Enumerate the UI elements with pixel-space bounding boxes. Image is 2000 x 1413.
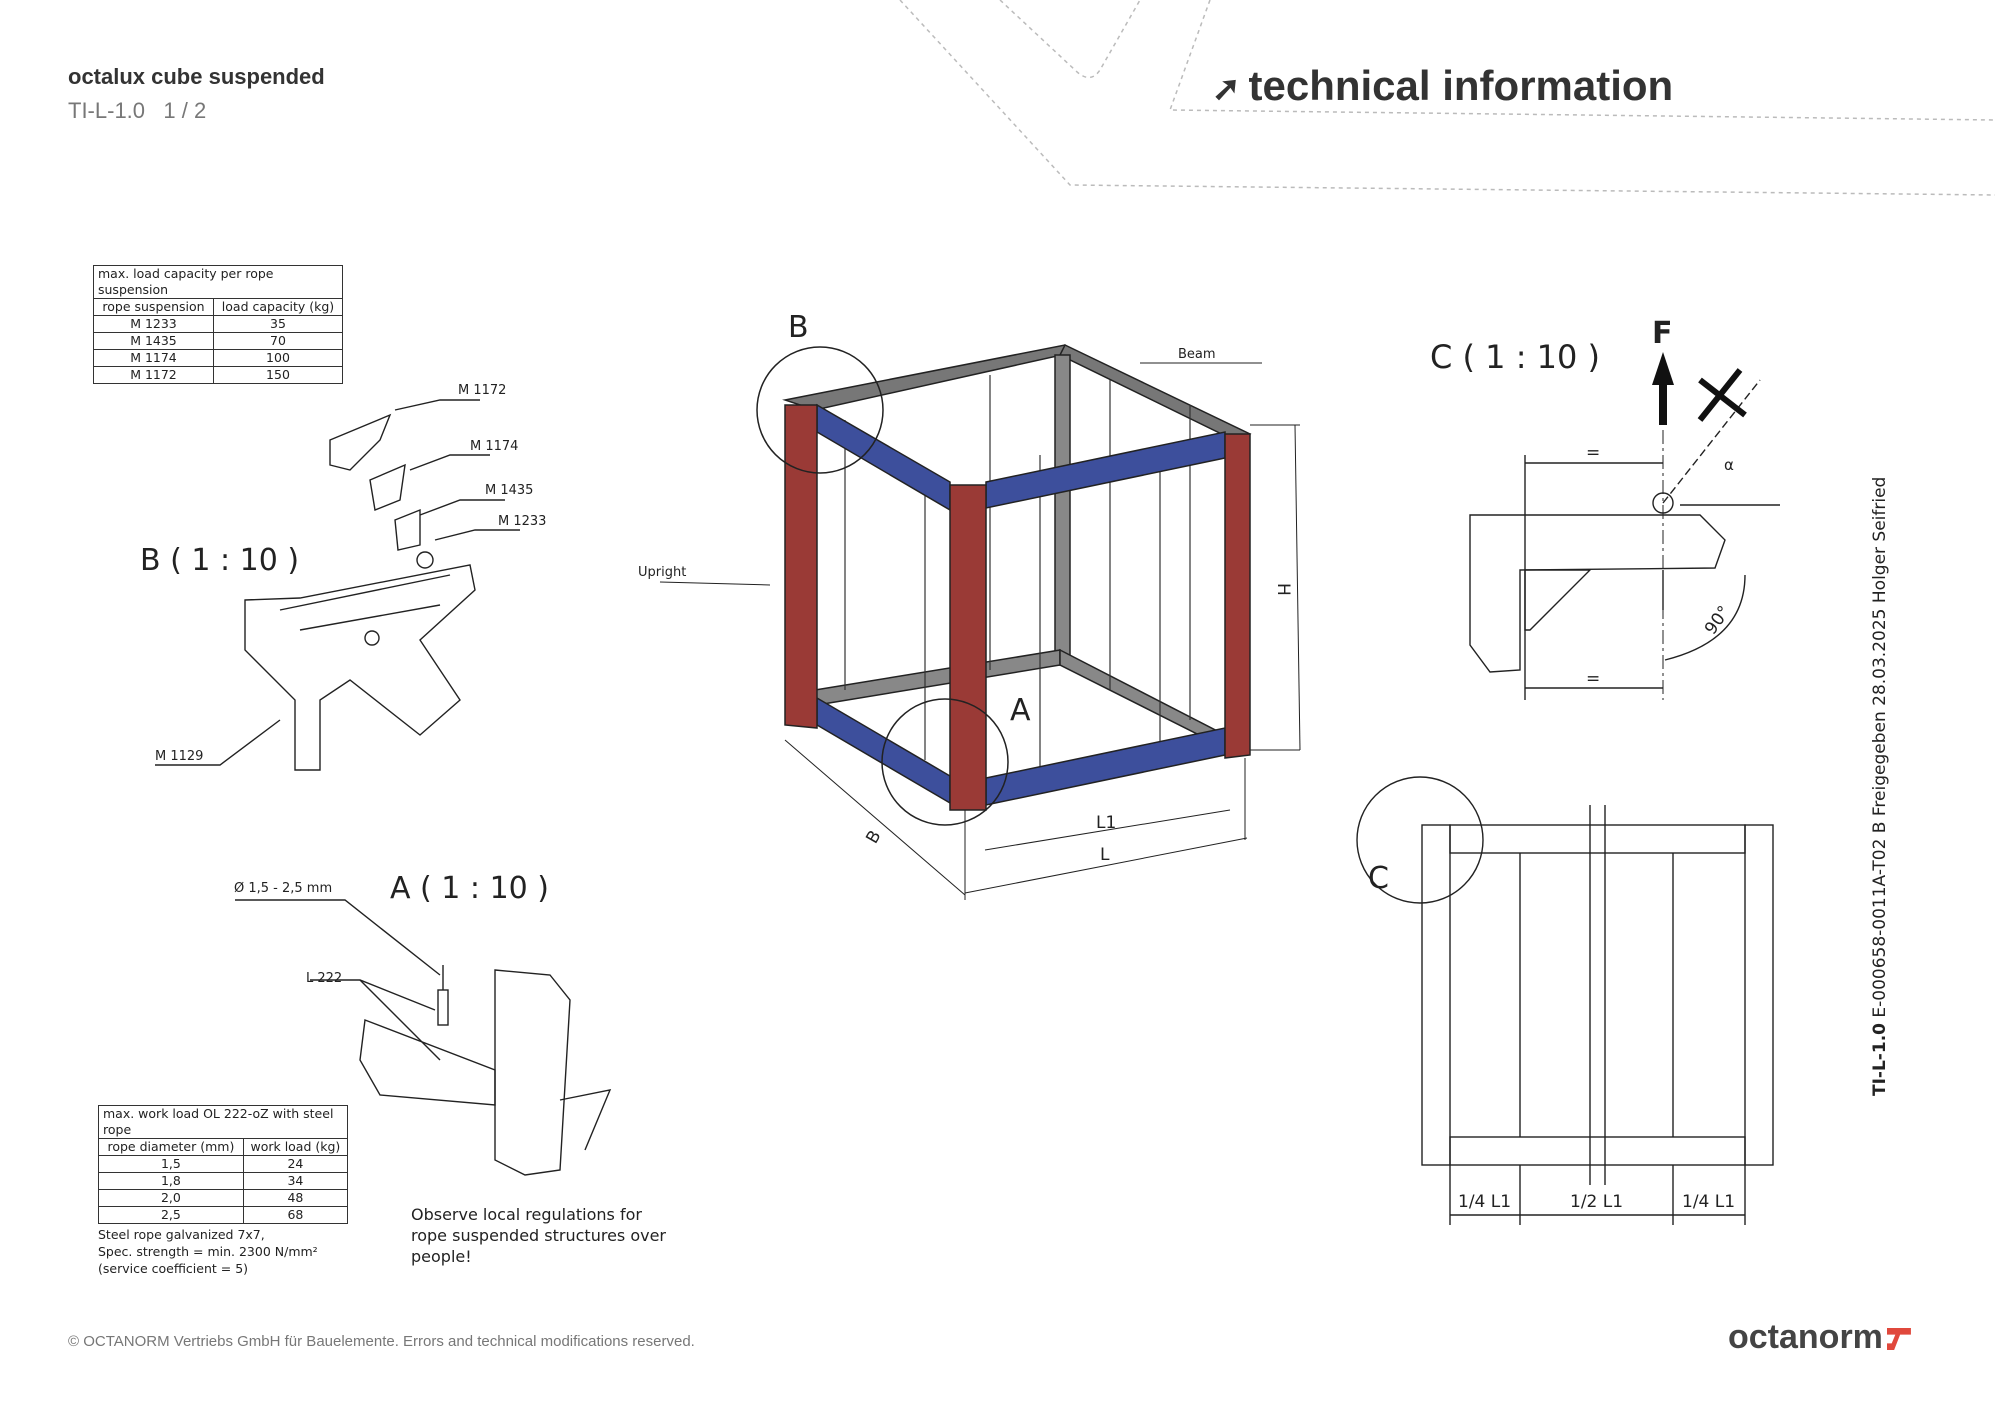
label-m1129: M 1129 (155, 749, 203, 764)
label-b: B (788, 310, 809, 345)
section-title: ➚technical information (1212, 62, 1673, 110)
copyright-footer: © OCTANORM Vertriebs GmbH für Bauelement… (68, 1333, 695, 1350)
label-beam: Beam (1178, 347, 1216, 362)
logo-text: octanorm (1728, 1318, 1883, 1356)
steel-rope-note: Steel rope galvanized 7x7, Spec. strengt… (98, 1226, 398, 1277)
cell: 68 (242, 1206, 349, 1224)
document-title: octalux cube suspended (68, 64, 325, 89)
stamp-doc-id: TI-L-1.0 (1870, 1023, 1890, 1096)
label-m1172: M 1172 (458, 383, 506, 398)
label-half: 1/2 L1 (1570, 1192, 1623, 1212)
document-stamp: TI-L-1.0 E-000658-0011A-T02 B Freigegebe… (1870, 477, 1890, 1096)
cell: 2,0 (98, 1189, 244, 1207)
front-view-drawing (1356, 776, 1774, 1225)
work-load-table: max. work load OL 222-oZ with steel rope… (98, 1105, 349, 1224)
cell: 24 (242, 1155, 349, 1173)
page-number: 1 / 2 (163, 98, 207, 123)
detail-a-drawing (235, 899, 612, 1176)
label-upright: Upright (638, 565, 686, 580)
arrow-up-right-icon: ➚ (1212, 70, 1241, 108)
stamp-release-info: E-000658-0011A-T02 B Freigegeben 28.03.2… (1870, 476, 1890, 1018)
label-m1435: M 1435 (485, 483, 533, 498)
cube-isometric-view (659, 344, 1301, 900)
note-line: Steel rope galvanized 7x7, (98, 1227, 265, 1242)
label-quarter-left: 1/4 L1 (1458, 1192, 1511, 1212)
label-h: H (1273, 583, 1293, 596)
label-m1233: M 1233 (498, 514, 546, 529)
label-b-dimension: B (862, 827, 885, 847)
label-angle: 90° (1701, 602, 1735, 638)
label-l1: L1 (1096, 813, 1116, 833)
detail-b-drawing (155, 399, 520, 771)
label-l222: L 222 (306, 971, 342, 986)
note-line: Spec. strength = min. 2300 N/mm² (98, 1244, 318, 1259)
safety-warning: Observe local regulations for rope suspe… (411, 1205, 667, 1266)
cell: 150 (212, 366, 344, 384)
label-c: C (1368, 861, 1389, 896)
note-line: (service coefficient = 5) (98, 1261, 249, 1276)
label-equal-bottom: = (1586, 669, 1600, 689)
cell: 48 (242, 1189, 349, 1207)
cell: 100 (212, 349, 344, 367)
cell: 1,5 (98, 1155, 244, 1173)
cell: 70 (212, 332, 344, 350)
detail-c-drawing (1469, 379, 1780, 700)
label-rope-diameter: Ø 1,5 - 2,5 mm (234, 881, 332, 896)
table-caption: max. work load OL 222-oZ with steel rope (98, 1105, 348, 1139)
rope-load-table: max. load capacity per rope suspension r… (93, 265, 344, 384)
label-detail-a: A ( 1 : 10 ) (390, 871, 549, 906)
octanorm-logo: octanorm (1728, 1318, 1911, 1357)
force-arrow-icon (1652, 352, 1674, 425)
table-caption: max. load capacity per rope suspension (93, 265, 343, 299)
label-detail-c: C ( 1 : 10 ) (1430, 338, 1600, 376)
document-id: TI-L-1.0 1 / 2 (68, 98, 206, 124)
cell: 35 (212, 315, 344, 333)
column-header: load capacity (kg) (212, 298, 344, 316)
label-force: F (1652, 316, 1673, 351)
cell: 1,8 (98, 1172, 244, 1190)
label-a: A (1010, 693, 1031, 728)
column-header: rope diameter (mm) (98, 1138, 244, 1156)
column-header: work load (kg) (242, 1138, 349, 1156)
cell: M 1233 (93, 315, 214, 333)
label-equal-top: = (1586, 443, 1600, 463)
cell: 2,5 (98, 1206, 244, 1224)
logo-mark-icon (1886, 1328, 1911, 1351)
label-l: L (1100, 845, 1110, 865)
label-alpha: α (1724, 456, 1734, 474)
header-decoration (899, 0, 1996, 196)
section-title-text: technical information (1248, 62, 1674, 109)
doc-id: TI-L-1.0 (68, 98, 146, 123)
column-header: rope suspension (93, 298, 214, 316)
cell: M 1174 (93, 349, 214, 367)
forbidden-angled-force-icon (1697, 368, 1747, 422)
cell: 34 (242, 1172, 349, 1190)
cell: M 1435 (93, 332, 214, 350)
label-m1174: M 1174 (470, 439, 518, 454)
cell: M 1172 (93, 366, 214, 384)
label-detail-b: B ( 1 : 10 ) (140, 543, 299, 578)
label-quarter-right: 1/4 L1 (1682, 1192, 1735, 1212)
